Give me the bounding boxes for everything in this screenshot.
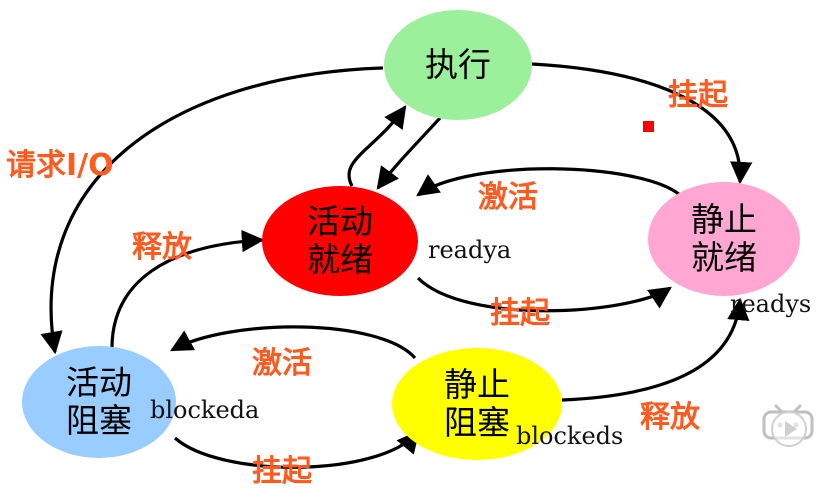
label-release-right: 释放 [640,400,700,435]
label-suspend-top: 挂起 [668,78,728,113]
node-static-blocked-line2: 阻塞 [444,403,510,442]
node-active-blocked-line1: 活动 [66,363,132,402]
play-button-icon[interactable] [770,410,808,448]
state-label-readya: readya [428,236,512,264]
edge-active-blocked-to-active-ready [110,229,265,353]
edge-active-ready-to-static-ready [416,276,672,313]
node-active-blocked-line2: 阻塞 [66,401,132,440]
node-active-ready: 活动 就绪 [262,186,418,296]
node-static-blocked-line1: 静止 [444,365,510,404]
node-active-blocked: 活动 阻塞 [22,346,176,458]
node-run-label: 执行 [425,45,491,84]
label-suspend-mid: 挂起 [490,296,550,331]
node-active-ready-line2: 就绪 [307,240,373,279]
state-label-readys: readys [730,290,812,318]
edge-run-to-static-ready [531,62,753,185]
node-static-blocked: 静止 阻塞 [392,348,562,460]
label-request-io: 请求I/O [6,148,114,183]
label-suspend-bottom: 挂起 [252,454,312,489]
label-activate-bottom: 激活 [252,346,312,381]
edge-active-blocked-to-static-blocked [173,430,420,469]
state-label-blockeds: blockeds [516,422,624,450]
node-run: 执行 [384,10,532,120]
edge-static-blocked-to-active-blocked [170,325,417,360]
node-static-ready-line2: 就绪 [691,238,757,277]
node-active-ready-line1: 活动 [307,202,373,241]
edge-run-to-active-ready [376,116,442,190]
label-activate-top: 激活 [478,180,538,215]
red-marker [643,121,654,132]
edge-static-blocked-to-static-ready [561,297,750,402]
label-release-left: 释放 [132,230,192,265]
edge-static-ready-to-active-ready [416,167,682,197]
state-label-blockeda: blockeda [150,396,260,424]
node-static-ready-line1: 静止 [691,200,757,239]
edge-active-ready-to-run [347,105,407,187]
edge-run-to-active-blocked [40,66,384,355]
node-static-ready: 静止 就绪 [648,182,800,296]
